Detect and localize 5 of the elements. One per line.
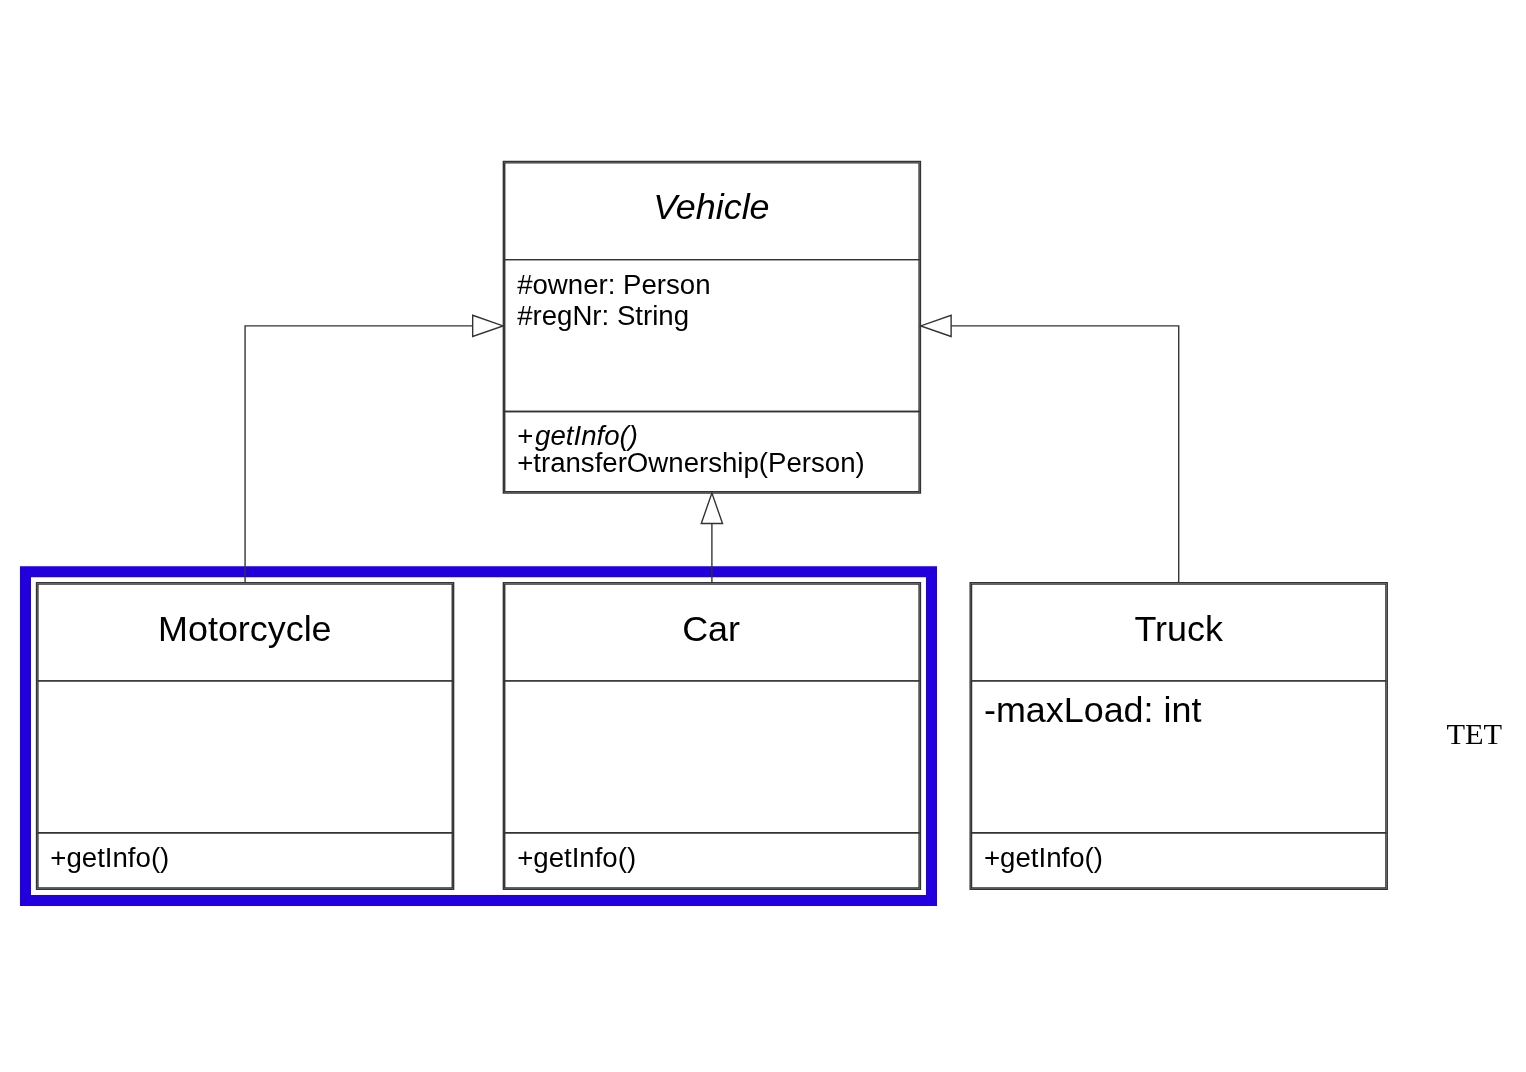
label: TET xyxy=(1446,716,1503,751)
arrow xyxy=(244,313,506,583)
arrow xyxy=(700,490,724,583)
arrow xyxy=(918,313,1180,583)
cluster xyxy=(19,565,938,906)
